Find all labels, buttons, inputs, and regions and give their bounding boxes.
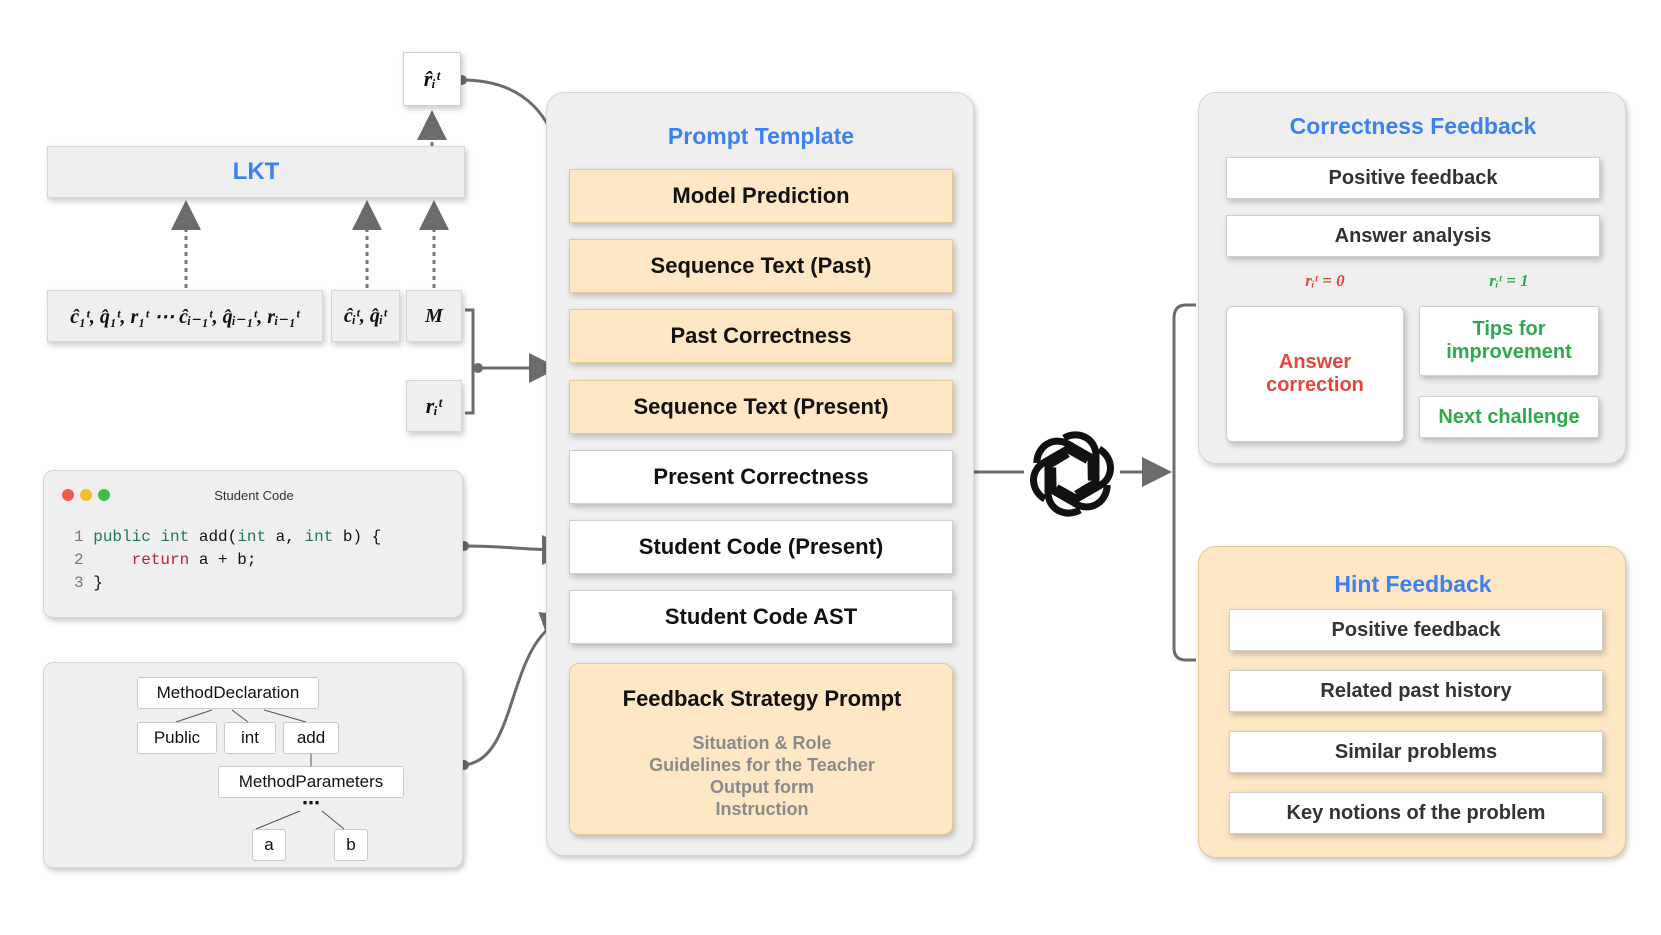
prompt-item: Present Correctness (569, 450, 953, 504)
next-challenge-block: Next challenge (1419, 396, 1599, 438)
code-token: b) { (342, 528, 382, 546)
hint-item: Key notions of the problem (1229, 792, 1603, 834)
ast-params-node: MethodParameters (218, 766, 404, 798)
correctness-feedback-title: Correctness Feedback (1289, 113, 1537, 139)
code-token: add( (198, 528, 238, 546)
correctness-item: Answer analysis (1226, 215, 1600, 257)
ast-edges (175, 709, 345, 830)
code-token: a + b; (198, 551, 257, 569)
hint-feedback-panel: Hint Feedback Positive feedback Related … (1198, 546, 1626, 858)
ast-leaf-node: a (252, 829, 286, 861)
code-token: } (93, 574, 103, 592)
close-dot-icon (62, 489, 74, 501)
strategy-line: Instruction (715, 799, 809, 819)
prompt-template-panel: Prompt Template Feedback Strategy Prompt… (546, 92, 974, 856)
code-token (93, 551, 131, 569)
history-input-node: ĉ₁ᵗ, q̂₁ᵗ, r₁ᵗ ⋯ ĉᵢ₋₁ᵗ, q̂ᵢ₋₁ᵗ, rᵢ₋₁ᵗ (47, 290, 323, 342)
answer-correction-block: Answer correction (1226, 306, 1404, 442)
ast-root-node: MethodDeclaration (137, 677, 319, 709)
prompt-item: Sequence Text (Present) (569, 380, 953, 434)
line-number: 1 (74, 528, 84, 546)
prediction-output-label: r̂ᵢᵗ (423, 66, 441, 91)
model-input-label: M (425, 304, 443, 327)
code-line: 2 return a + b; (74, 549, 454, 572)
openai-logo-icon (1024, 426, 1120, 522)
ast-child-node: int (224, 722, 276, 754)
lkt-label: LKT (232, 158, 280, 185)
ast-panel: MethodDeclaration Public int add MethodP… (43, 662, 463, 868)
code-body: 1 public int add(int a, int b) {2 return… (74, 526, 454, 595)
hint-item: Similar problems (1229, 731, 1603, 773)
code-line: 3 } (74, 572, 454, 595)
prompt-item: Model Prediction (569, 169, 953, 223)
code-token: return (131, 551, 199, 569)
code-token: a, (275, 528, 305, 546)
condition-wrong-label: rᵢᵗ = 0 (1305, 271, 1345, 290)
student-code-window: Student Code 1 public int add(int a, int… (43, 470, 463, 618)
line-number: 3 (74, 574, 84, 592)
code-token: int (237, 528, 276, 546)
hint-item: Related past history (1229, 670, 1603, 712)
strategy-line: Situation & Role (692, 733, 832, 753)
feedback-strategy-title: Feedback Strategy Prompt (622, 686, 902, 711)
correctness-feedback-panel: Correctness Feedback Positive feedback A… (1198, 92, 1626, 464)
code-token: int (160, 528, 199, 546)
history-input-label: ĉ₁ᵗ, q̂₁ᵗ, r₁ᵗ ⋯ ĉᵢ₋₁ᵗ, q̂ᵢ₋₁ᵗ, rᵢ₋₁ᵗ (70, 305, 300, 328)
code-token: int (304, 528, 343, 546)
condition-right-label: rᵢᵗ = 1 (1489, 271, 1529, 290)
feedback-strategy-block: Feedback Strategy Prompt Situation & Rol… (569, 663, 953, 835)
present-correctness-input-node: rᵢᵗ (406, 380, 462, 432)
current-input-label: ĉᵢᵗ, q̂ᵢᵗ (343, 304, 388, 327)
tips-improvement-block: Tips for improvement (1419, 306, 1599, 376)
code-window-title: Student Code (214, 488, 294, 503)
prediction-output-node: r̂ᵢᵗ (403, 52, 461, 106)
strategy-line: Output form (710, 777, 814, 797)
prompt-item: Sequence Text (Past) (569, 239, 953, 293)
lkt-block: LKT (47, 146, 465, 198)
current-input-node: ĉᵢᵗ, q̂ᵢᵗ (331, 290, 400, 342)
hint-item: Positive feedback (1229, 609, 1603, 651)
ast-leaf-node: b (334, 829, 368, 861)
correctness-item: Positive feedback (1226, 157, 1600, 199)
ast-child-node: add (283, 722, 339, 754)
feedback-strategy-lines: Situation & Role Guidelines for the Teac… (570, 732, 954, 820)
code-token: public (93, 528, 161, 546)
ast-ellipsis: ⋯ (302, 792, 320, 813)
bracket-feedback (1172, 303, 1196, 662)
prompt-template-title: Prompt Template (667, 123, 855, 149)
bracket-inputs (465, 308, 475, 415)
strategy-line: Guidelines for the Teacher (649, 755, 875, 775)
prompt-item: Student Code AST (569, 590, 953, 644)
code-line: 1 public int add(int a, int b) { (74, 526, 454, 549)
maximize-dot-icon (98, 489, 110, 501)
line-number: 2 (74, 551, 84, 569)
minimize-dot-icon (80, 489, 92, 501)
present-correctness-input-label: rᵢᵗ (425, 393, 443, 418)
hint-feedback-title: Hint Feedback (1334, 571, 1492, 597)
prompt-item: Student Code (Present) (569, 520, 953, 574)
ast-child-node: Public (137, 722, 217, 754)
model-input-node: M (406, 290, 462, 342)
prompt-item: Past Correctness (569, 309, 953, 363)
